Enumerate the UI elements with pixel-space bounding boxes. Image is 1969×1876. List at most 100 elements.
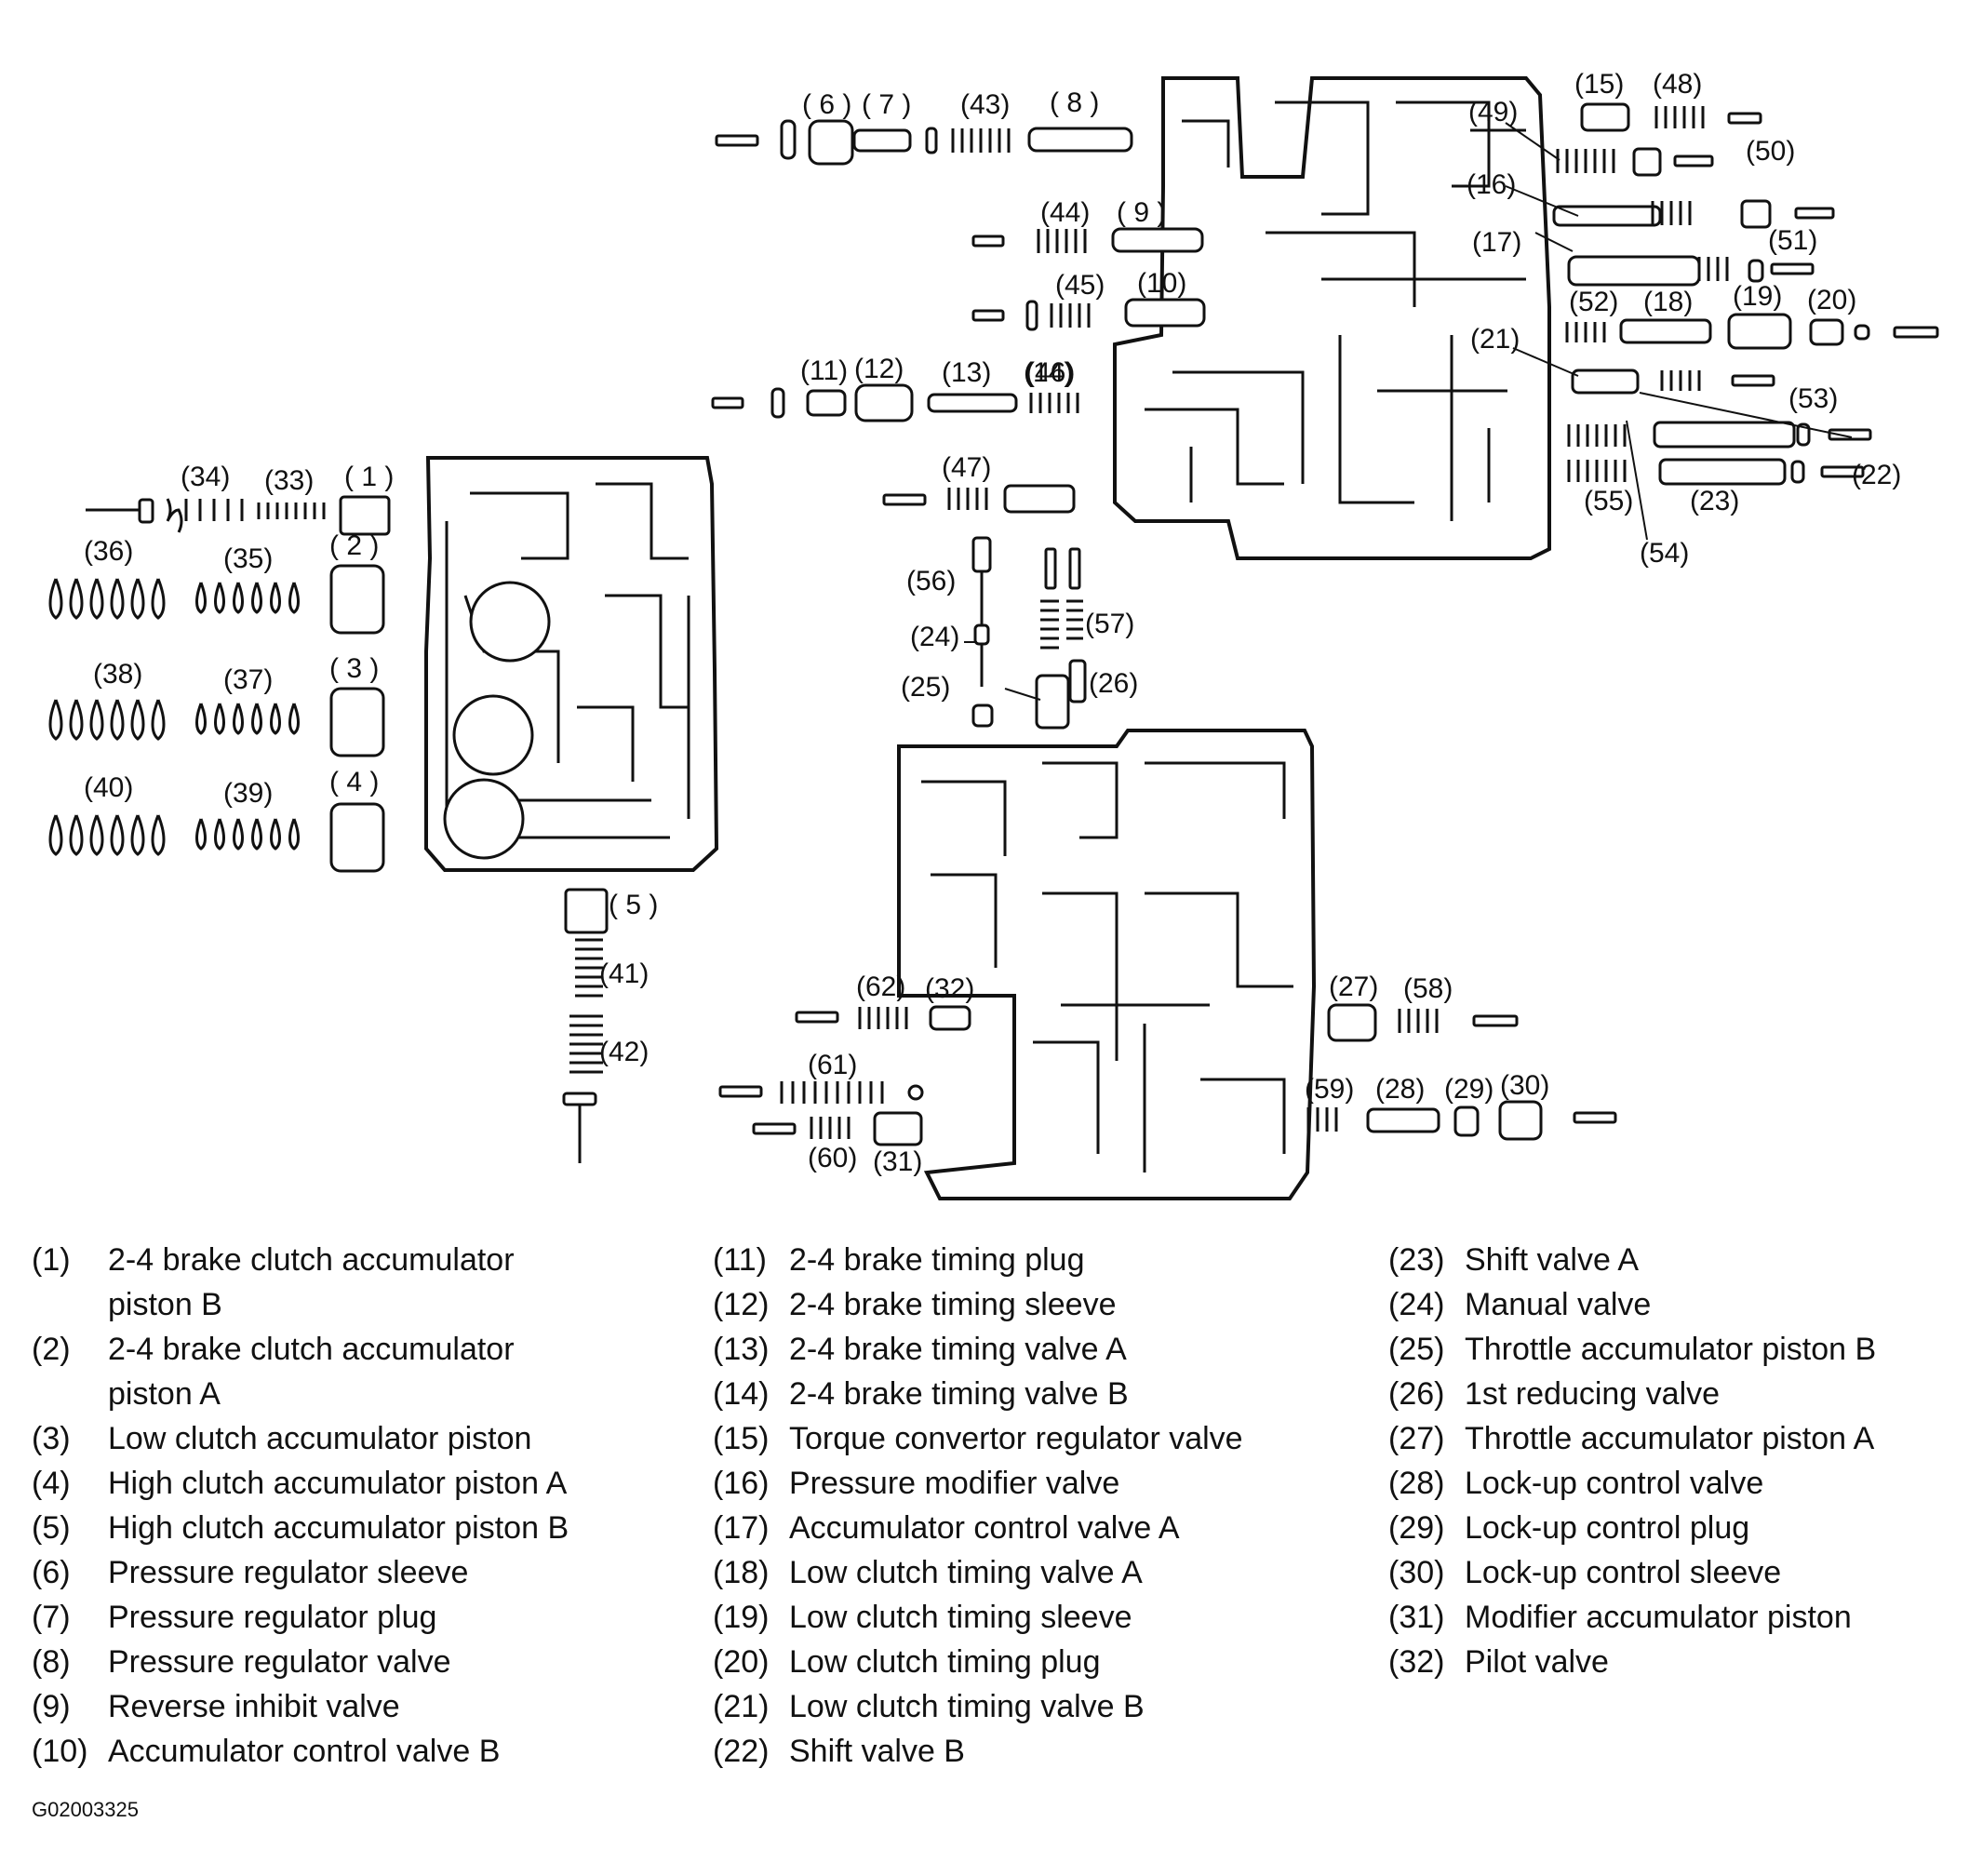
legend-item-text: Lock-up control sleeve: [1465, 1555, 1782, 1590]
lower-valve-body-plate: [897, 729, 1317, 1200]
legend-item-text: High clutch accumulator piston B: [108, 1510, 569, 1546]
figure-code: G02003325: [32, 1798, 139, 1821]
callout-48: (48): [1653, 69, 1702, 100]
legend-item-text: 2-4 brake timing valve A: [789, 1332, 1127, 1367]
callout-29: (29): [1444, 1074, 1493, 1105]
legend-item: (21)Low clutch timing valve B: [713, 1684, 1243, 1729]
callout-24: (24): [910, 622, 959, 652]
legend-item-text: Torque convertor regulator valve: [789, 1421, 1243, 1456]
legend-item: (2)2-4 brake clutch accumulator: [32, 1327, 569, 1372]
callout-45: (45): [1055, 270, 1105, 301]
legend-item-number: (16): [713, 1466, 770, 1501]
callout-15: (15): [1574, 69, 1624, 100]
legend-item-text: Manual valve: [1465, 1287, 1652, 1322]
callout-25: (25): [901, 672, 950, 703]
legend-item-number: (7): [32, 1600, 71, 1635]
legend-item: (22)Shift valve B: [713, 1729, 1243, 1774]
legend-item-number: (27): [1388, 1421, 1445, 1456]
legend-item: (23)Shift valve A: [1388, 1238, 1876, 1282]
callout-19: (19): [1733, 281, 1782, 312]
legend-item-continuation: piston A: [108, 1376, 221, 1412]
callout-8: ( 8 ): [1050, 87, 1099, 118]
legend-item: (8)Pressure regulator valve: [32, 1640, 569, 1684]
callout-23: (23): [1690, 486, 1739, 516]
legend-item: (27)Throttle accumulator piston A: [1388, 1416, 1876, 1461]
legend-item-number: (8): [32, 1644, 71, 1680]
legend-item-number: (25): [1388, 1332, 1445, 1367]
callout-18: (18): [1643, 287, 1693, 317]
legend-item-number: (11): [713, 1242, 767, 1278]
callout-60: (60): [808, 1143, 857, 1173]
callout-22: (22): [1852, 460, 1901, 490]
legend-item-number: (14): [713, 1376, 770, 1412]
legend-item-text: Low clutch timing plug: [789, 1644, 1101, 1680]
accumulator-piston-group: [48, 495, 609, 1163]
legend-item: (30)Lock-up control sleeve: [1388, 1550, 1876, 1595]
legend-item-text: Accumulator control valve B: [108, 1734, 501, 1769]
callout-36: (36): [84, 536, 133, 567]
callout-26: (26): [1089, 668, 1138, 699]
legend-item-number: (20): [713, 1644, 770, 1680]
legend-item: (3)Low clutch accumulator piston: [32, 1416, 569, 1461]
legend-item-text: Shift valve B: [789, 1734, 965, 1769]
legend-item: (16) Pressure modifier valve: [713, 1461, 1243, 1506]
legend-item: (13)2-4 brake timing valve A: [713, 1327, 1243, 1372]
legend-item-number: (17): [713, 1510, 770, 1546]
callout-43: (43): [960, 89, 1010, 120]
callout-35: (35): [223, 543, 273, 574]
legend-column-3: (23)Shift valve A (24) Manual valve (25)Thr…: [1388, 1238, 1876, 1684]
legend-item-number: (19): [713, 1600, 770, 1635]
callout-58: (58): [1403, 973, 1453, 1004]
legend-item-text: Pressure regulator sleeve: [108, 1555, 469, 1590]
callout-34: (34): [181, 462, 230, 492]
legend-item-text: 2-4 brake timing valve B: [789, 1376, 1129, 1412]
legend-column-2: (11)2-4 brake timing plug(12)2-4 brake t…: [713, 1238, 1243, 1774]
callout-52: (52): [1569, 287, 1618, 317]
legend-item-number: (32): [1388, 1644, 1445, 1680]
callout-4: ( 4 ): [329, 767, 379, 797]
legend-item: (25)Throttle accumulator piston B: [1388, 1327, 1876, 1372]
legend-item: (32)Pilot valve: [1388, 1640, 1876, 1684]
legend-item-number: (29): [1388, 1510, 1445, 1546]
legend-item-text: Low clutch timing valve B: [789, 1689, 1145, 1724]
callout-20: (20): [1807, 285, 1856, 315]
legend-item: (31)Modifier accumulator piston: [1388, 1595, 1876, 1640]
callout-38: (38): [93, 659, 142, 690]
legend-item: (6) Pressure regulator sleeve: [32, 1550, 569, 1595]
callout-57: (57): [1085, 609, 1134, 639]
legend-item-text: Pressure modifier valve: [789, 1466, 1120, 1501]
callout-5: ( 5 ): [609, 890, 658, 920]
callout-9: ( 9 ): [1117, 197, 1166, 228]
callout-32: (32): [925, 973, 974, 1004]
legend-item-number: (24): [1388, 1287, 1445, 1322]
callout-30: (30): [1500, 1070, 1549, 1101]
legend-item-number: (10): [32, 1734, 88, 1769]
callout-46: (46): [1025, 357, 1075, 388]
legend-item-text: Shift valve A: [1465, 1242, 1640, 1278]
legend-item-text: Accumulator control valve A: [789, 1510, 1180, 1546]
callout-51: (51): [1768, 225, 1817, 256]
callout-49: (49): [1468, 97, 1518, 127]
legend-item-text: Low clutch accumulator piston: [108, 1421, 532, 1456]
callout-40: (40): [84, 772, 133, 803]
legend-item: (5)High clutch accumulator piston B: [32, 1506, 569, 1550]
legend-item-text: 2-4 brake timing sleeve: [789, 1287, 1117, 1322]
legend-item-text: 2-4 brake clutch accumulator: [108, 1332, 515, 1367]
callout-14: (14): [1024, 357, 1073, 388]
callout-59: (59): [1305, 1074, 1354, 1105]
legend-item-text: Reverse inhibit valve: [108, 1689, 400, 1724]
accumulator-body-plate: [424, 456, 719, 872]
upper-valve-body-plate: [1113, 76, 1551, 560]
legend-item: (15)Torque convertor regulator valve: [713, 1416, 1243, 1461]
valve-body-exploded-diagram: ( 1 ) ( 2 ) ( 3 ) ( 4 ) ( 5 ) ( 6 ) ( 7 …: [48, 69, 1939, 1200]
legend-item-text: Pressure regulator plug: [108, 1600, 437, 1635]
callout-16: (16): [1467, 169, 1516, 200]
callout-41: (41): [599, 958, 649, 989]
legend-item: (20) Low clutch timing plug: [713, 1640, 1243, 1684]
legend-item-text: Lock-up control valve: [1465, 1466, 1764, 1501]
callout-12: (12): [854, 354, 904, 384]
callout-27: (27): [1329, 972, 1378, 1002]
legend-item-number: (6): [32, 1555, 71, 1590]
legend-item: (19)Low clutch timing sleeve: [713, 1595, 1243, 1640]
legend-item-number: (26): [1388, 1376, 1445, 1412]
